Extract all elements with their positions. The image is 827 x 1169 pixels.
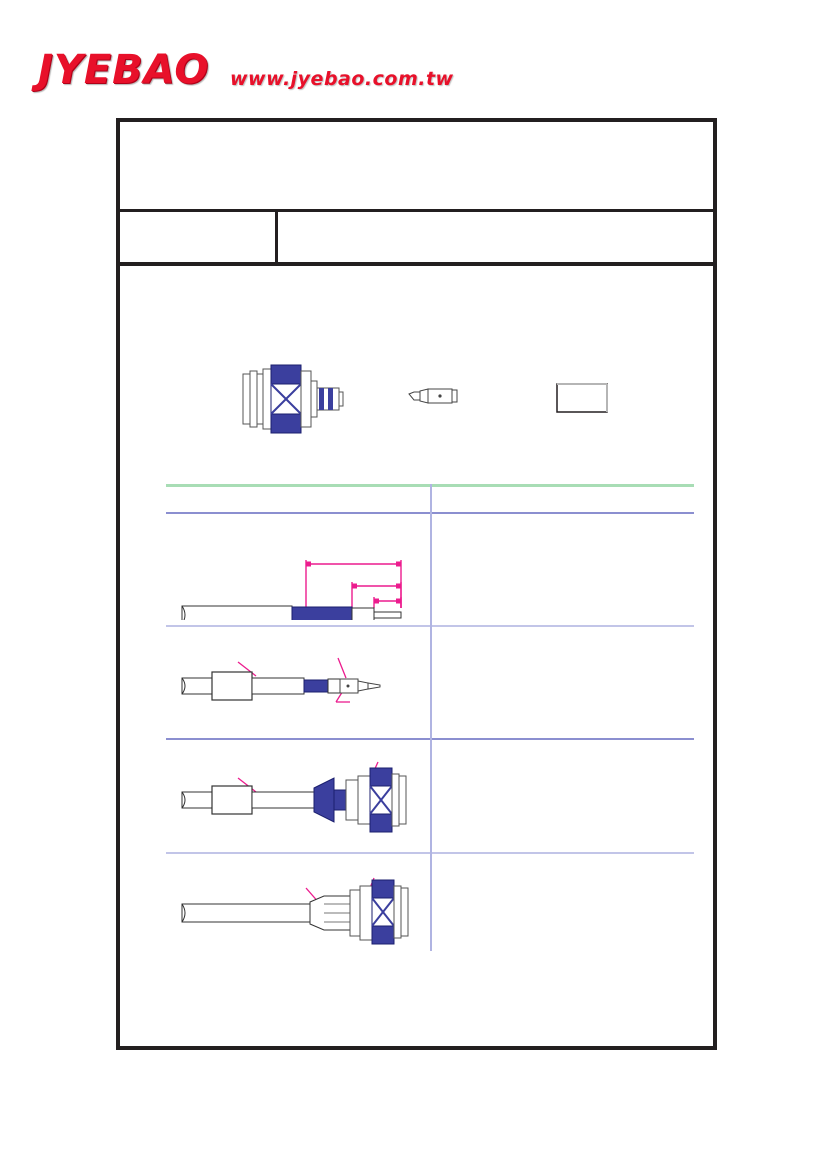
datasheet-frame	[116, 118, 717, 1050]
header-meta-left-cell	[120, 212, 278, 262]
step-3-body-insert-drawing	[181, 761, 407, 833]
company-logo: JYEBAO www.jyebao.com.tw	[38, 48, 458, 100]
logo-wordmark: JYEBAO	[38, 47, 210, 93]
header-title-block	[120, 122, 713, 212]
column-divider	[430, 484, 432, 951]
step-2-ferrule-contact-drawing	[181, 657, 381, 703]
drawing-body	[120, 266, 713, 1050]
connector-assembly-drawing	[242, 364, 344, 434]
page-title	[120, 122, 713, 209]
step-1-cable-strip-drawing	[181, 560, 402, 620]
logo-website-url: www.jyebao.com.tw	[230, 68, 454, 90]
center-contact-pin-drawing	[408, 388, 458, 404]
header-meta-right-cell	[278, 212, 713, 262]
header-meta-block	[120, 212, 713, 266]
step-4-crimped-assembly-drawing	[181, 877, 409, 945]
crimp-ferrule-drawing	[556, 383, 608, 413]
